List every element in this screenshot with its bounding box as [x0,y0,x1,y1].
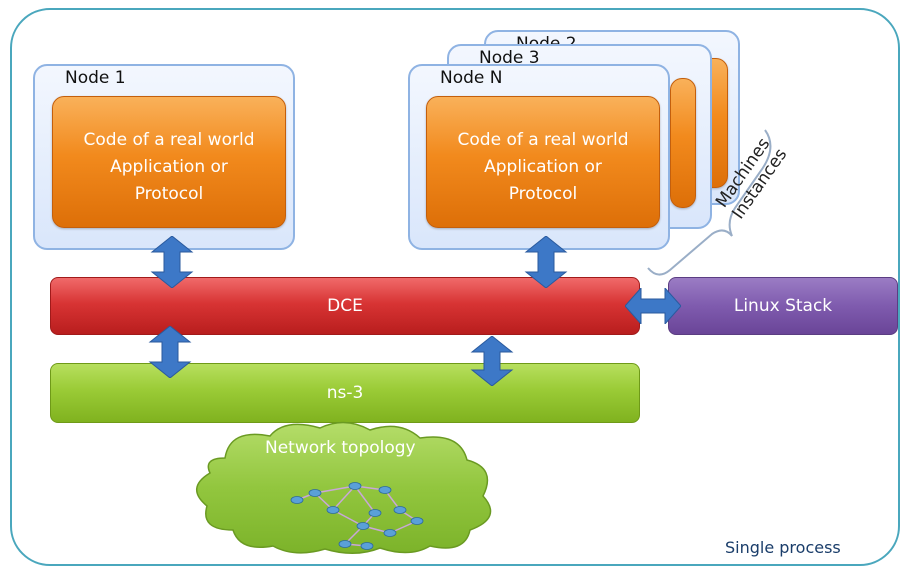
node-3-label: Node 3 [479,48,540,68]
arrow-noden-dce [524,236,568,288]
arrow-dce-ns3-right [470,336,514,386]
single-process-label: Single process [725,538,841,557]
node-n-label: Node N [440,68,503,88]
machines-brace [647,129,772,276]
node-n-app-box: Code of a real world Application or Prot… [426,96,660,228]
ns3-label: ns-3 [326,383,364,403]
network-cloud [196,421,492,554]
node-1-label: Node 1 [65,68,126,88]
network-topology-label: Network topology [265,438,416,458]
arrow-dce-linux [625,288,681,324]
node-n-app-line-3: Protocol [508,184,578,204]
dce-layer: DCE [50,277,640,335]
node-n-app-line-1: Code of a real world [457,130,629,150]
node-1-app-box: Code of a real world Application or Prot… [52,96,286,228]
arrow-dce-ns3-left [148,326,192,378]
ns3-layer: ns-3 [50,363,640,423]
arrow-node1-dce [150,236,194,288]
node-1-app-line-2: Application or [110,157,228,177]
dce-label: DCE [327,296,363,316]
node-3-app-box [670,78,696,208]
node-1-app-line-3: Protocol [134,184,204,204]
node-n-app-line-2: Application or [484,157,602,177]
linux-stack-label: Linux Stack [733,296,833,316]
linux-stack-box: Linux Stack [668,277,898,335]
node-1-app-line-1: Code of a real world [83,130,255,150]
